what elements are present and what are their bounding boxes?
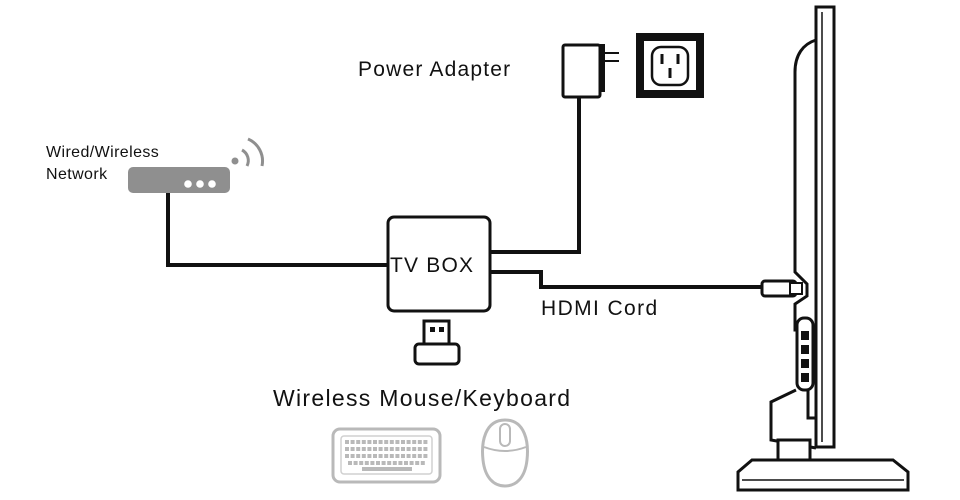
keyboard-key xyxy=(406,440,411,444)
keyboard-key xyxy=(389,454,394,458)
keyboard-key xyxy=(415,461,420,465)
network-cable xyxy=(166,193,388,267)
keyboard-key xyxy=(417,454,422,458)
keyboard-key xyxy=(412,447,417,451)
keyboard-key xyxy=(384,447,389,451)
keyboard-key xyxy=(350,447,355,451)
keyboard-spacebar xyxy=(362,467,412,471)
keyboard-key xyxy=(392,461,397,465)
mouse-icon xyxy=(481,418,529,488)
keyboard-key xyxy=(373,440,377,444)
keyboard-key xyxy=(395,454,400,458)
keyboard-key xyxy=(350,440,355,444)
tv-box-label: TV BOX xyxy=(390,254,475,277)
wifi-signal-icon xyxy=(231,137,264,167)
tv-box-icon xyxy=(386,215,492,313)
keyboard-key xyxy=(356,447,361,451)
keyboard-key xyxy=(378,447,383,451)
power-adapter-icon xyxy=(561,43,619,99)
keyboard-key xyxy=(348,461,352,465)
keyboard-key xyxy=(361,440,366,444)
keyboard-key xyxy=(412,440,417,444)
keyboard-key xyxy=(356,440,361,444)
keyboard-key xyxy=(361,447,366,451)
keyboard-key xyxy=(378,454,383,458)
keyboard-key xyxy=(412,454,417,458)
network-label-line2: Network xyxy=(46,166,108,183)
keyboard-key xyxy=(367,440,372,444)
keyboard-key xyxy=(376,461,380,465)
network-label-line1: Wired/Wireless xyxy=(46,144,160,161)
keyboard-key xyxy=(389,440,394,444)
keyboard-key xyxy=(387,461,392,465)
keyboard-key xyxy=(409,461,414,465)
keyboard-key xyxy=(420,461,425,465)
keyboard-key xyxy=(401,454,405,458)
keyboard-key xyxy=(350,454,355,458)
keyboard-key xyxy=(345,454,349,458)
keyboard-key xyxy=(359,461,364,465)
hdmi-cord-label: HDMI Cord xyxy=(541,297,659,320)
router-icon xyxy=(128,167,230,193)
keyboard-key xyxy=(345,440,349,444)
keyboard-key xyxy=(423,454,428,458)
keyboard-key xyxy=(401,447,405,451)
keyboard-key xyxy=(381,461,386,465)
power-adapter-label: Power Adapter xyxy=(358,58,512,81)
wireless-mouse-keyboard-label: Wireless Mouse/Keyboard xyxy=(273,385,572,411)
hdmi-plug-icon xyxy=(760,279,803,298)
keyboard-key xyxy=(406,454,411,458)
keyboard-key xyxy=(367,447,372,451)
keyboard-key xyxy=(373,447,377,451)
keyboard-key xyxy=(367,454,372,458)
keyboard-key xyxy=(389,447,394,451)
keyboard-key xyxy=(364,461,369,465)
keyboard-key xyxy=(423,440,428,444)
keyboard-key xyxy=(401,440,405,444)
keyboard-key xyxy=(398,461,403,465)
keyboard-key xyxy=(345,447,349,451)
keyboard-key xyxy=(353,461,358,465)
hdmi-cable xyxy=(490,270,764,289)
usb-dongle-icon xyxy=(413,319,461,366)
keyboard-key xyxy=(417,447,422,451)
keyboard-key xyxy=(406,447,411,451)
power-cable xyxy=(490,96,581,254)
keyboard-key xyxy=(361,454,366,458)
keyboard-key xyxy=(395,440,400,444)
keyboard-key xyxy=(384,454,389,458)
wall-outlet-icon xyxy=(636,33,704,98)
keyboard-key xyxy=(373,454,377,458)
keyboard-key xyxy=(404,461,408,465)
keyboard-key xyxy=(356,454,361,458)
keyboard-key xyxy=(378,440,383,444)
keyboard-key xyxy=(423,447,428,451)
keyboard-key xyxy=(417,440,422,444)
keyboard-key xyxy=(395,447,400,451)
keyboard-key xyxy=(370,461,375,465)
keyboard-key xyxy=(384,440,389,444)
television-icon xyxy=(736,5,910,492)
keyboard-icon xyxy=(331,427,442,484)
